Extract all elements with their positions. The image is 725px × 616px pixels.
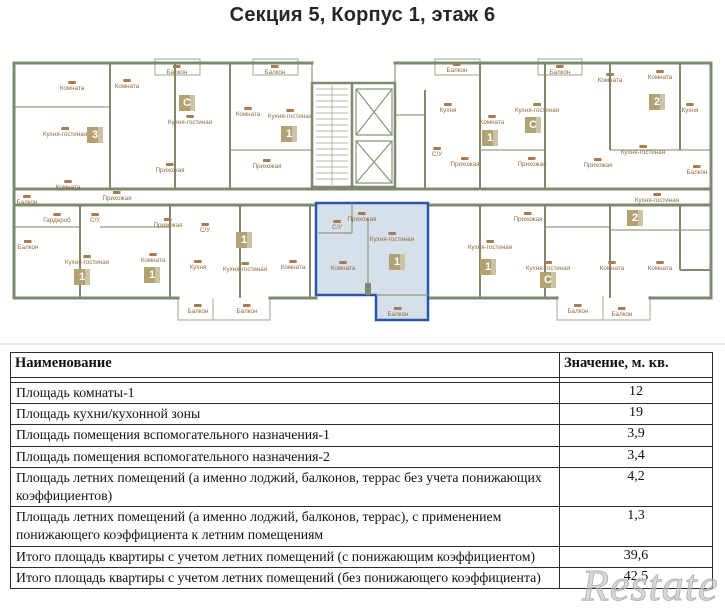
row-name: Площадь помещения вспомогательного назна… [10, 424, 560, 447]
core-walls [310, 81, 397, 189]
stair-elevator-core [310, 81, 397, 189]
table-row: Итого площадь квартиры с учетом летних п… [10, 545, 713, 568]
table-row: Площадь помещения вспомогательного назна… [10, 445, 713, 468]
row-name: Площадь комнаты-1 [10, 381, 560, 405]
col-value-header: Значение, м. кв. [559, 352, 713, 378]
selected-apartment-column [365, 283, 371, 295]
row-name: Площадь летних помещений (а именно лоджи… [10, 466, 560, 508]
table-row: Площадь летних помещений (а именно лоджи… [10, 506, 713, 547]
interior-walls [79, 63, 711, 298]
elevator-shafts [355, 88, 393, 184]
row-name: Итого площадь квартиры с учетом летних п… [10, 566, 560, 590]
row-value: 39,6 [559, 545, 713, 568]
row-name: Площадь кухни/кухонной зоны [10, 403, 560, 426]
table-row: Итого площадь квартиры с учетом летних п… [10, 566, 713, 590]
stair-steps [316, 85, 348, 185]
floor-plan-svg [0, 58, 725, 345]
area-table: Наименование Значение, м. кв. Площадь ко… [10, 352, 713, 590]
row-value: 19 [559, 403, 713, 426]
exterior-walls [12, 61, 713, 300]
selected-apartment-partitions [318, 203, 428, 296]
row-name: Итого площадь квартиры с учетом летних п… [10, 545, 560, 568]
row-value: 42,5 [559, 566, 713, 590]
table-row: Площадь помещения вспомогательного назна… [10, 424, 713, 447]
selected-apartment-outline[interactable] [314, 201, 430, 322]
table-header-row: Наименование Значение, м. кв. [10, 352, 713, 378]
table-row: Площадь летних помещений (а именно лоджи… [10, 466, 713, 508]
row-name: Площадь летних помещений (а именно лоджи… [10, 506, 560, 547]
col-name-header: Наименование [10, 352, 560, 378]
page-title: Секция 5, Корпус 1, этаж 6 [229, 4, 496, 26]
row-value: 12 [559, 381, 713, 405]
row-value: 3,9 [559, 424, 713, 447]
partition-walls [14, 63, 711, 231]
row-value: 4,2 [559, 466, 713, 508]
row-value: 1,3 [559, 506, 713, 547]
row-value: 3,4 [559, 445, 713, 468]
selected-apartment[interactable] [314, 201, 430, 322]
row-name: Площадь помещения вспомогательного назна… [10, 445, 560, 468]
